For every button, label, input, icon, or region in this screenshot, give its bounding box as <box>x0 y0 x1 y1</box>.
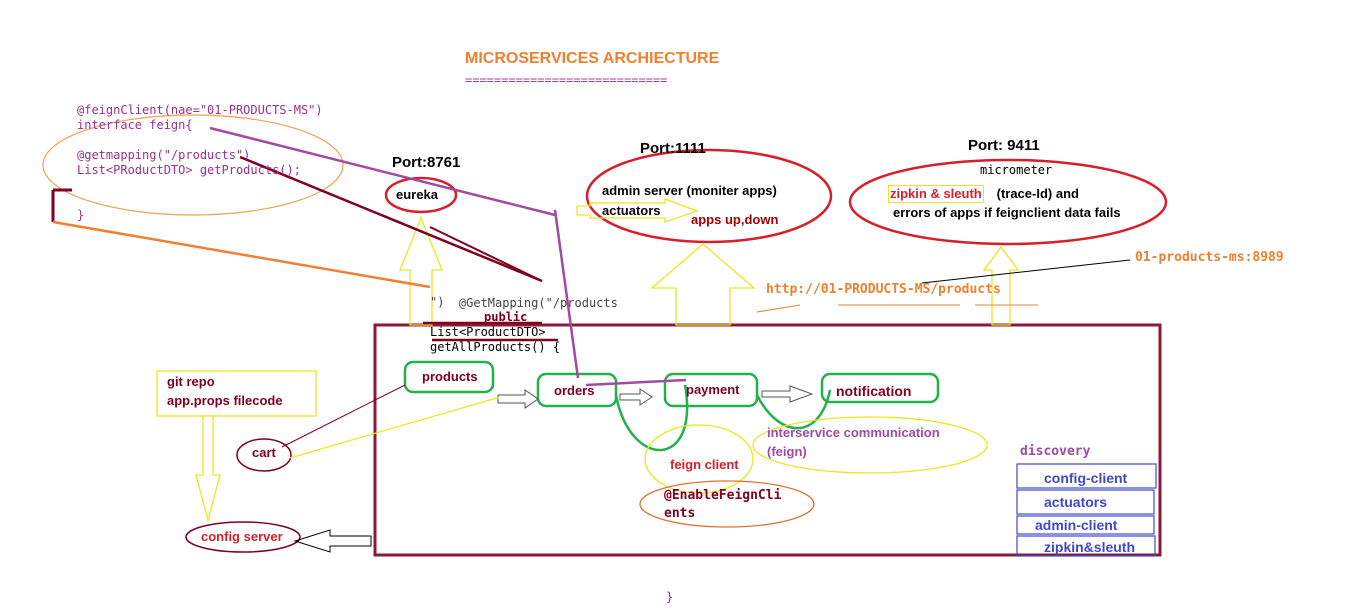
closing-brace: } <box>666 590 674 604</box>
config-server-label: config server <box>201 529 283 544</box>
discovery-item-config-client: config-client <box>1044 470 1128 486</box>
zipkin-line-1-rest: (trace-Id) and <box>993 186 1079 201</box>
enable-feign-line-2: ents <box>664 506 696 521</box>
git-repo-box <box>156 370 317 417</box>
eureka-ellipse <box>384 176 458 214</box>
enable-feign-line-1: @EnableFeignCli <box>664 488 782 503</box>
micrometer-label: micrometer <box>980 163 1053 177</box>
orders-payment-swoop <box>614 384 689 452</box>
feign-getmapping-orange <box>52 220 431 289</box>
admin-line-1: admin server (moniter apps) <box>602 183 777 198</box>
discovery-box-4 <box>1016 535 1156 557</box>
admin-line-2: actuators <box>602 203 661 218</box>
system-boundary-box <box>373 323 1162 557</box>
products-ms-port: 01-products-ms:8989 <box>1135 250 1284 265</box>
interservice-line-1: interservice communication <box>767 425 940 440</box>
cart-ellipse <box>236 438 292 472</box>
zipkin-line-2: errors of apps if feignclient data fails <box>893 205 1121 220</box>
eureka-getmapping-maroon <box>429 226 543 282</box>
getmapping-line-2: ") <box>430 295 445 309</box>
page-title: MICROSERVICES ARCHIECTURE <box>465 50 720 67</box>
git-to-config-arrow <box>195 415 221 523</box>
getmapping-line-3: List<ProductDTO> <box>430 325 546 339</box>
feign-code-line-1: @feignClient(nae="01-PRODUCTS-MS") <box>77 103 323 117</box>
interservice-ellipse <box>752 416 988 474</box>
feign-code-line-2: interface feign{ <box>77 118 193 132</box>
feign-orders-line-a <box>209 126 556 217</box>
discovery-item-admin-client: admin-client <box>1035 517 1118 533</box>
products-box <box>403 360 495 394</box>
getmapping-public: public <box>484 310 528 324</box>
discovery-label: discovery <box>1020 444 1091 459</box>
discovery-item-zipkin-sleuth: zipkin&sleuth <box>1044 539 1136 555</box>
discovery-box-1 <box>1016 463 1157 489</box>
feign-code-line-5: } <box>77 208 85 222</box>
git-repo-line-1: git repo <box>167 374 215 389</box>
config-server-ellipse <box>185 521 301 553</box>
orders-payment-purple <box>585 378 687 387</box>
actuators-arrow <box>576 198 699 223</box>
box-to-config-arrow <box>293 529 372 553</box>
title-underline: ============================ <box>465 73 668 87</box>
getmapping-link-maroon <box>239 155 543 283</box>
admin-port: Port:1111 <box>640 140 706 157</box>
payment-box <box>663 372 759 408</box>
discovery-box-3 <box>1016 515 1155 535</box>
admin-line-3: apps up,down <box>691 212 779 227</box>
feign-code-ellipse <box>42 114 344 216</box>
orders-payment-arrow <box>619 388 653 406</box>
notification-box <box>820 372 940 404</box>
eureka-label: eureka <box>396 187 438 202</box>
feign-client-label: feign client <box>670 457 739 472</box>
zipkin-highlight: zipkin & sleuth <box>888 185 984 203</box>
feign-orders-line-b <box>553 209 580 379</box>
discovery-box-2 <box>1016 489 1155 515</box>
feign-code-line-3: @getmapping("/products") <box>77 148 251 162</box>
getmapping-line-1: @GetMapping("/products <box>430 279 618 327</box>
products-orders-arrow <box>497 389 539 409</box>
service-products: products <box>422 369 478 384</box>
payment-notification-swoop <box>755 389 832 430</box>
getmapping-line-1-text: @GetMapping("/products <box>458 296 618 310</box>
discovery-item-actuators: actuators <box>1044 494 1108 510</box>
feign-client-ellipse <box>644 424 754 494</box>
zipkin-port: Port: 9411 <box>968 137 1040 154</box>
zipkin-up-arrow <box>982 245 1020 326</box>
service-orders: orders <box>554 383 595 398</box>
eureka-up-arrow <box>399 216 443 326</box>
eureka-port: Port:8761 <box>392 154 461 171</box>
feign-code-line-4: List<PRoductDTO> getProducts(); <box>77 163 301 177</box>
cart-orders-line <box>289 396 501 459</box>
admin-up-arrow <box>650 243 756 326</box>
cart-products-line <box>281 384 406 448</box>
interservice-line-2: (feign) <box>767 444 807 459</box>
payment-notification-arrow <box>761 385 814 403</box>
url-underline <box>756 304 1038 313</box>
getmapping-line-4: getAllProducts() { <box>430 340 561 354</box>
service-notification: notification <box>836 383 912 399</box>
admin-ellipse <box>585 148 833 244</box>
cart-label: cart <box>252 445 276 460</box>
service-payment: payment <box>686 382 740 397</box>
git-repo-line-2: app.props filecode <box>167 393 283 408</box>
url-pointer-line <box>921 259 1131 284</box>
products-url: http://01-PRODUCTS-MS/products <box>766 282 1001 297</box>
enable-feign-ellipse <box>639 480 815 528</box>
